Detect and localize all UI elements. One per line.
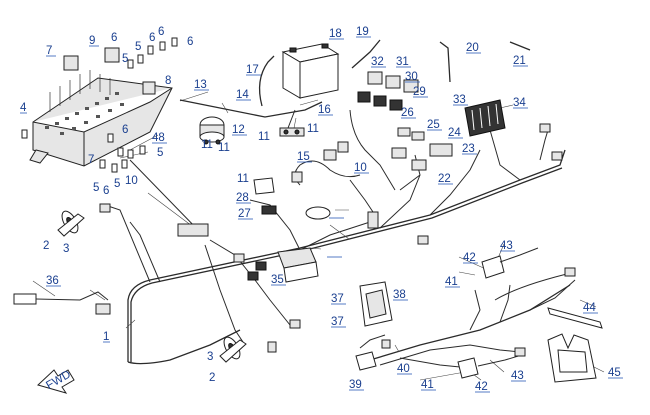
- ground-strap: [287, 109, 296, 129]
- callout-5: 5: [114, 178, 120, 190]
- ground-terminal-block: [279, 127, 305, 137]
- callout-6: 6: [122, 124, 128, 136]
- callout-24: 24: [448, 127, 461, 139]
- callout-27: 27: [238, 208, 251, 220]
- battery-cable-14: [179, 99, 323, 118]
- callout-42: 42: [475, 381, 488, 393]
- callout-33: 33: [453, 94, 466, 106]
- ground-strap-44: [547, 307, 603, 329]
- callout-39: 39: [349, 379, 362, 391]
- callout-numbers: 7 9 6 6 6 6 5 5 8 4 6 48 5 7 10 5 5 6 13…: [20, 26, 621, 393]
- ecu-module: [277, 206, 331, 283]
- callout-5: 5: [122, 53, 128, 65]
- front-direction-arrow: FWD: [37, 369, 75, 394]
- callout-6: 6: [187, 36, 193, 48]
- callout-5: 5: [93, 182, 99, 194]
- connector-35: [233, 253, 267, 281]
- callout-44: 44: [583, 302, 596, 314]
- callout-17: 17: [246, 64, 259, 76]
- callout-16: 16: [318, 104, 331, 116]
- callout-29: 29: [413, 86, 426, 98]
- callout-41: 41: [421, 379, 434, 391]
- callout-13: 13: [194, 79, 207, 91]
- callout-3: 3: [63, 243, 69, 255]
- callout-7: 7: [46, 45, 52, 57]
- callout-6: 6: [149, 32, 155, 44]
- connector-39: [355, 351, 377, 371]
- callout-6: 6: [111, 32, 117, 44]
- callout-4: 4: [20, 102, 27, 114]
- callout-2: 2: [43, 240, 49, 252]
- voltage-regulator: [464, 99, 506, 137]
- sensor-bracket: [253, 177, 277, 215]
- callout-12: 12: [232, 124, 245, 136]
- cable-tie-20: [439, 41, 451, 83]
- callout-11: 11: [201, 139, 213, 151]
- jumper-cable-21: [509, 41, 531, 51]
- mounting-bracket-45: [547, 333, 597, 383]
- connector-36: [13, 291, 111, 315]
- callout-11: 11: [258, 131, 270, 143]
- horn-upper: [57, 210, 85, 237]
- callout-43: 43: [500, 240, 513, 252]
- callout-25: 25: [427, 119, 440, 131]
- callout-45: 45: [608, 367, 621, 379]
- main-wire-harness: [104, 109, 566, 365]
- battery: [281, 43, 340, 99]
- callout-11: 11: [307, 123, 319, 135]
- callout-3: 3: [207, 351, 213, 363]
- rear-sub-harness: [359, 271, 576, 369]
- callout-19: 19: [356, 26, 369, 38]
- speed-sensor-upper: [481, 247, 539, 279]
- callout-38: 38: [393, 289, 406, 301]
- callout-32: 32: [371, 56, 384, 68]
- callout-11: 11: [237, 173, 249, 185]
- connector-cluster: [391, 127, 453, 171]
- callout-37: 37: [331, 293, 344, 305]
- starter-relay: [199, 116, 225, 145]
- callout-34: 34: [513, 97, 526, 109]
- callout-8: 9: [89, 35, 95, 47]
- callout-46: 48: [152, 132, 165, 144]
- battery-cable-19: [351, 39, 381, 69]
- fuse-relay-box: [21, 37, 178, 173]
- battery-cable-17: [258, 55, 275, 107]
- callout-6: 6: [158, 26, 164, 38]
- relay-bank: [357, 71, 419, 111]
- callout-30: 30: [405, 71, 418, 83]
- callout-36: 36: [46, 275, 59, 287]
- inline-connectors: [99, 123, 576, 357]
- callout-37: 37: [331, 316, 344, 328]
- callout-42: 42: [463, 252, 476, 264]
- callout-26: 26: [401, 107, 414, 119]
- callout-1: 1: [103, 331, 109, 343]
- callout-10: 10: [354, 162, 367, 174]
- callout-43: 43: [511, 370, 524, 382]
- callout-21: 21: [513, 55, 526, 67]
- callout-41: 41: [445, 276, 458, 288]
- callout-9: 10: [125, 175, 138, 187]
- control-unit-38: [359, 281, 393, 327]
- callout-18: 18: [329, 28, 342, 40]
- callout-5: 5: [157, 147, 163, 159]
- callout-5: 5: [135, 41, 141, 53]
- callout-35: 35: [271, 274, 284, 286]
- callout-40: 40: [397, 363, 410, 375]
- callout-15: 15: [297, 151, 310, 163]
- callout-14: 14: [236, 89, 249, 101]
- horn-lower: [219, 336, 247, 363]
- callout-28: 28: [236, 192, 249, 204]
- callout-11: 11: [218, 142, 230, 154]
- callout-6: 6: [103, 185, 109, 197]
- callout-31: 31: [396, 56, 409, 68]
- callout-7: 8: [165, 75, 171, 87]
- callout-underlines: [20, 36, 623, 393]
- callout-2: 2: [209, 372, 215, 384]
- callout-23: 23: [462, 143, 475, 155]
- callout-6: 7: [88, 154, 94, 166]
- callout-22: 22: [438, 173, 451, 185]
- callout-20: 20: [466, 42, 479, 54]
